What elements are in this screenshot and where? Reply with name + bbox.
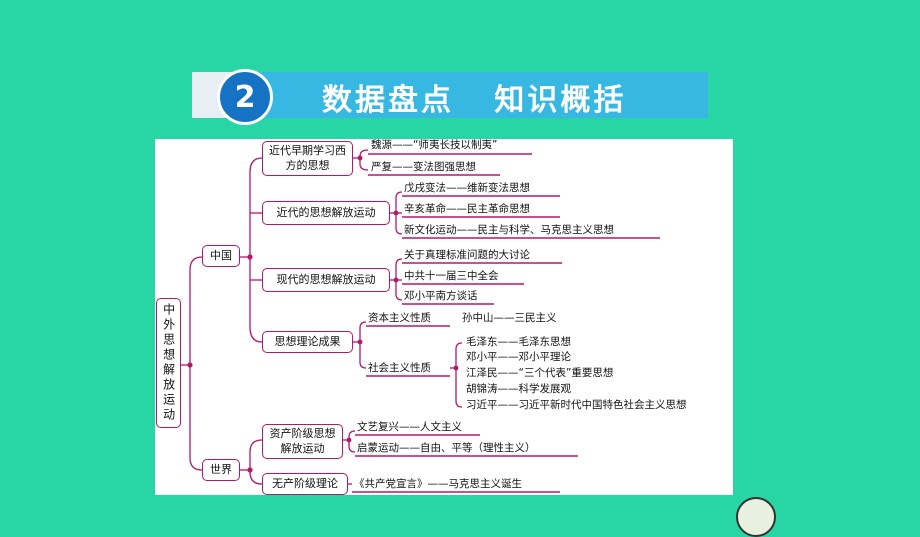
mindmap-connectors <box>180 149 660 493</box>
leaf-hu: 胡锦涛——科学发展观 <box>466 383 571 395</box>
label-socialist: 社会主义性质 <box>368 362 431 374</box>
leaf-zhenli: 关于真理标准问题的大讨论 <box>404 249 530 261</box>
node-contemporary-liberation: 现代的思想解放运动 <box>262 268 390 292</box>
leaf-wenyi: 文艺复兴——人文主义 <box>357 421 462 433</box>
node-dot-bourgeois <box>346 437 352 443</box>
node-world: 世界 <box>202 459 240 481</box>
leaf-nanfang: 邓小平南方谈话 <box>404 290 478 302</box>
leaf-qimeng: 启蒙运动——自由、平等（理性主义） <box>357 442 536 454</box>
node-theory-results: 思想理论成果 <box>262 331 353 353</box>
leaf-yanfu: 严复——变法图强思想 <box>371 161 476 173</box>
link-world-children <box>249 439 263 485</box>
leaf-deng: 邓小平——邓小平理论 <box>466 351 571 363</box>
leaf-xinhai: 辛亥革命——民主革命思想 <box>404 203 530 215</box>
node-dot-world <box>247 467 253 473</box>
decorative-sticker-icon <box>736 497 776 537</box>
node-modern-liberation: 近代的思想解放运动 <box>262 201 390 225</box>
link-socialist-leaves <box>455 342 463 408</box>
node-china: 中国 <box>202 245 240 267</box>
leaf-mao: 毛泽东——毛泽东思想 <box>466 336 571 348</box>
node-dot-theory <box>357 339 363 345</box>
leaf-xinwenhua: 新文化运动——民主与科学、马克思主义思想 <box>404 224 614 236</box>
leaf-weiyuan: 魏源——“师夷长技以制夷” <box>371 139 498 151</box>
node-dot-modern <box>393 210 399 216</box>
leaf-xi: 习近平——习近平新时代中国特色社会主义思想 <box>466 399 687 411</box>
section-title: 数据盘点 知识概括 <box>322 83 627 118</box>
node-proletarian: 无产阶级理论 <box>262 473 348 495</box>
node-dot-root <box>187 362 193 368</box>
node-dot-china <box>247 254 253 260</box>
node-dot-socialist <box>453 365 459 371</box>
leaf-jiang: 江泽民——“三个代表”重要思想 <box>466 367 614 379</box>
link-china-children <box>249 157 263 343</box>
node-dot-contemporary <box>393 277 399 283</box>
section-number-badge: 2 <box>217 69 273 125</box>
node-modern-early: 近代早期学习西方的思想 <box>262 141 353 176</box>
node-dot-early <box>357 155 363 161</box>
leaf-sunzhongshan: 孙中山——三民主义 <box>462 312 557 324</box>
leaf-wuxu: 戊戌变法——维新变法思想 <box>404 182 530 194</box>
link-theory-children <box>359 321 367 369</box>
label-capitalist: 资本主义性质 <box>368 312 431 324</box>
leaf-sanzhong: 中共十一届三中全会 <box>404 270 499 282</box>
leaf-xuanyan: 《共产党宣言》——马克思主义诞生 <box>354 478 522 490</box>
node-bourgeois: 资产阶级思想解放运动 <box>262 424 343 459</box>
node-root: 中外思想解放运动 <box>156 298 181 428</box>
